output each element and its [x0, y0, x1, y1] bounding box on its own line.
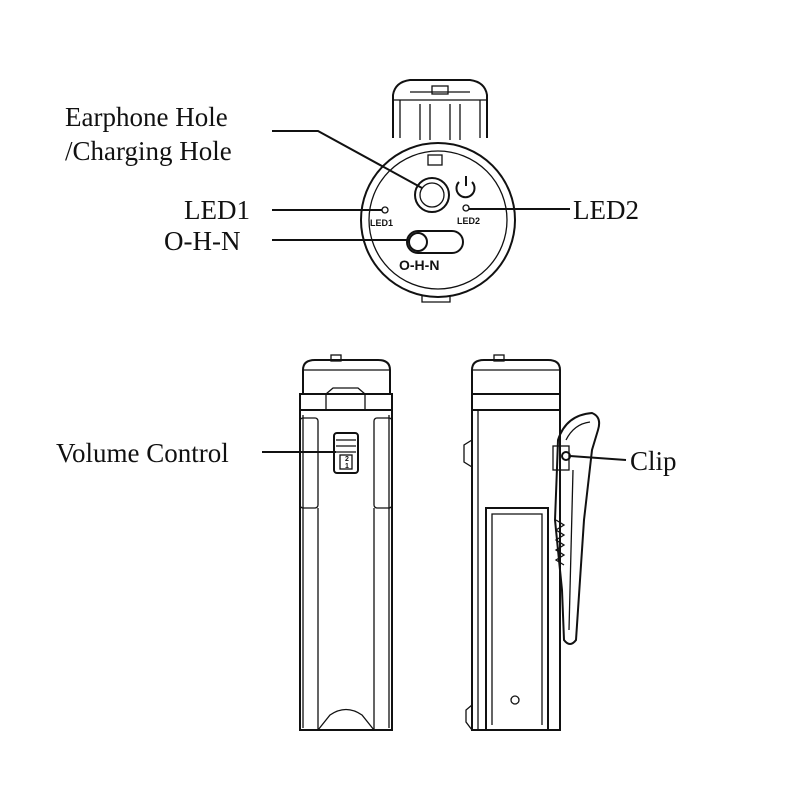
led2-dot — [462, 204, 470, 212]
round-face-inner — [368, 150, 508, 290]
dial-mark-1: 1 — [345, 463, 349, 470]
front-view: 1 2 — [299, 354, 393, 731]
ohn-switch-slot[interactable] — [406, 230, 464, 254]
top-indicator-square — [427, 154, 443, 166]
earphone-hole-inner — [419, 182, 445, 208]
leader-earphone — [272, 130, 423, 189]
belt-clip[interactable] — [553, 411, 601, 645]
power-icon — [455, 181, 476, 199]
label-clip: Clip — [630, 446, 677, 476]
label-led1: LED1 — [184, 195, 250, 225]
label-charging-hole-2: /Charging Hole — [65, 136, 232, 166]
label-led2: LED2 — [573, 195, 639, 225]
side-view — [463, 354, 571, 731]
top-view: LED1 LED2 O-H-N — [360, 79, 516, 303]
dial-mark-2: 2 — [345, 456, 349, 463]
leader-clip — [569, 455, 627, 461]
led2-marking: LED2 — [457, 216, 480, 226]
led1-dot — [381, 206, 389, 214]
label-ohn: O-H-N — [164, 226, 240, 256]
led1-marking: LED1 — [370, 218, 393, 228]
ohn-marking: O-H-N — [399, 257, 439, 273]
volume-dial[interactable]: 1 2 — [333, 432, 359, 474]
round-face-outer — [360, 142, 516, 298]
earphone-hole-outer — [414, 177, 450, 213]
label-volume-control: Volume Control — [56, 438, 229, 468]
ohn-switch-knob[interactable] — [408, 232, 428, 252]
screw — [510, 695, 520, 705]
label-earphone-hole: Earphone Hole — [65, 102, 228, 132]
top-mount-block — [392, 79, 488, 140]
bottom-tab — [421, 295, 451, 303]
